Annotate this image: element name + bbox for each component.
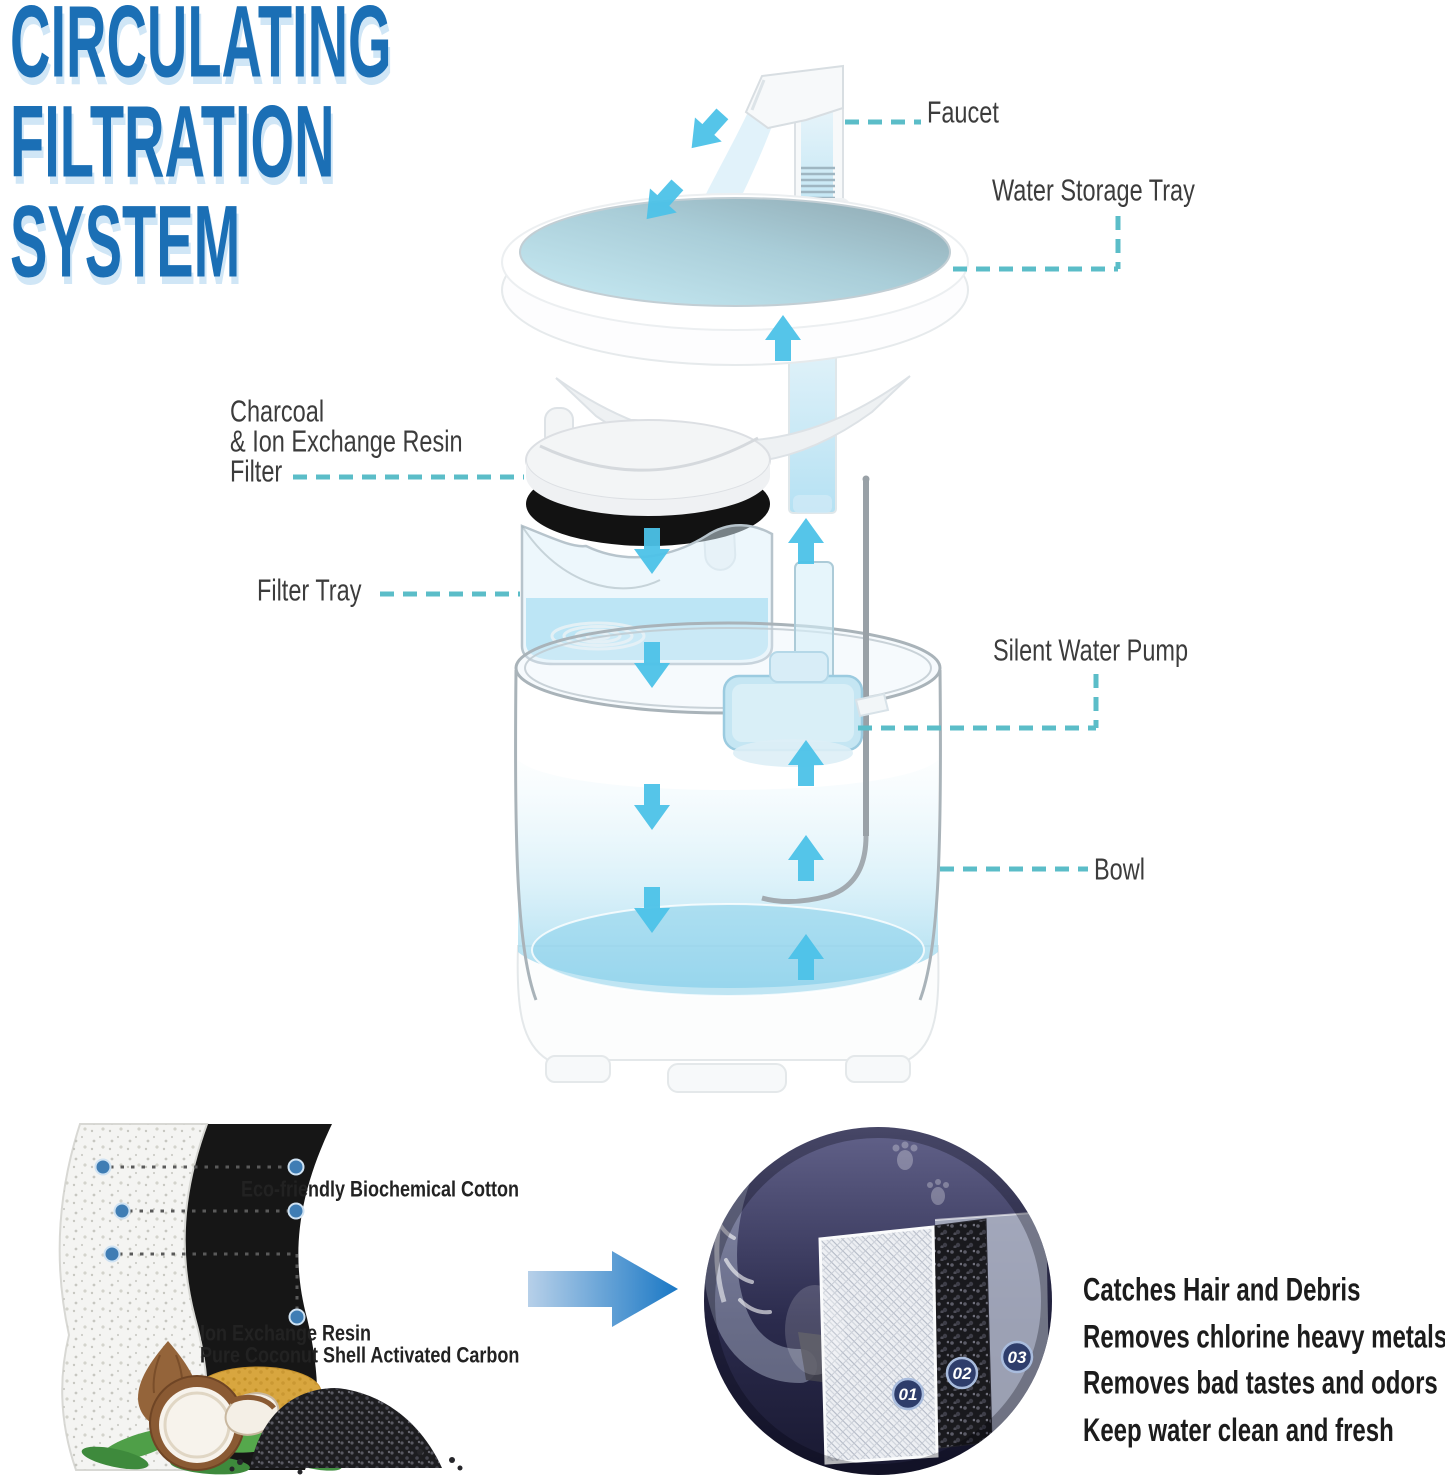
silent-water-pump-graphic — [722, 475, 890, 905]
label-resin-carbon: Ion Exchange Resin Pure Coconut Shell Ac… — [200, 1322, 519, 1366]
stage-badge-03-text: 03 — [1008, 1348, 1027, 1367]
paw-print-icon — [892, 1141, 949, 1205]
stage-badge-01-text: 01 — [899, 1385, 918, 1404]
label-charcoal-line-3: Filter — [230, 454, 283, 488]
label-charcoal-line-2: & Ion Exchange Resin — [230, 424, 463, 459]
label-resin: Ion Exchange Resin — [200, 1320, 372, 1346]
page-title: CIRCULATING FILTRATION SYSTEM — [10, 0, 392, 299]
stage-badge-02-text: 02 — [953, 1364, 972, 1383]
coconut-ingredients-graphic — [81, 1341, 463, 1475]
big-right-arrow-icon — [528, 1251, 678, 1327]
title-line-3: SYSTEM — [10, 183, 241, 299]
leader-lines — [293, 119, 1121, 872]
label-biochemical-cotton: Eco-friendly Biochemical Cotton — [241, 1176, 520, 1202]
benefits-list: Catches Hair and Debris Removes chlorine… — [1083, 1268, 1445, 1454]
label-bowl: Bowl — [1094, 852, 1145, 887]
label-silent-water-pump: Silent Water Pump — [993, 633, 1189, 668]
label-carbon: Pure Coconut Shell Activated Carbon — [200, 1342, 520, 1368]
dotted-leader-lines — [94, 1158, 306, 1326]
charcoal-filter-graphic — [525, 419, 771, 546]
stage-badge-01: 01 — [891, 1377, 925, 1411]
benefit-item-2: Removes chlorine heavy metals — [1083, 1318, 1445, 1356]
label-water-storage-tray: Water Storage Tray — [992, 173, 1195, 208]
benefit-item-1: Catches Hair and Debris — [1083, 1272, 1361, 1309]
filter-stages-photo: 01 02 03 — [704, 1127, 1052, 1475]
benefit-item-4: Keep water clean and fresh — [1083, 1411, 1394, 1449]
title-line-1: CIRCULATING — [10, 0, 392, 99]
label-filter-tray: Filter Tray — [257, 573, 362, 608]
benefit-item-3: Removes bad tastes and odors — [1083, 1365, 1438, 1402]
label-faucet: Faucet — [927, 95, 999, 130]
stage-badge-03: 03 — [1000, 1340, 1034, 1374]
label-charcoal-line-1: Charcoal — [230, 394, 325, 429]
filter-tray-graphic — [520, 524, 774, 666]
label-charcoal-filter: Charcoal & Ion Exchange Resin Filter — [230, 394, 463, 488]
title-line-2: FILTRATION — [10, 83, 335, 199]
stage-badge-02: 02 — [945, 1356, 979, 1390]
